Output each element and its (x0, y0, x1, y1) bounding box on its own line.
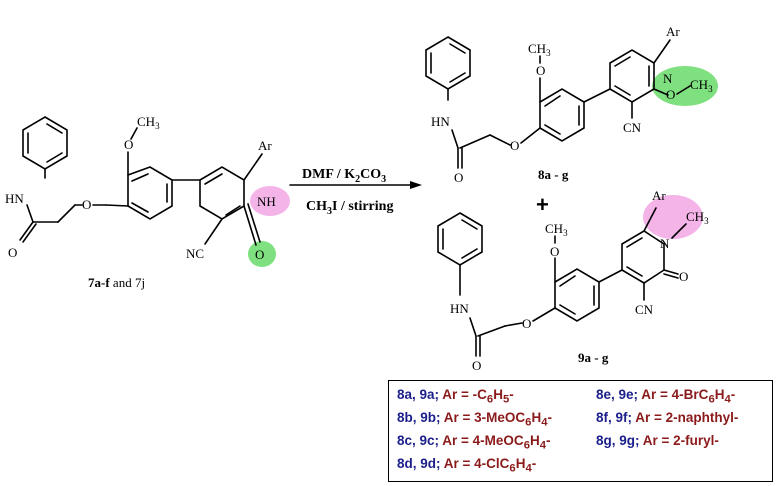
phenyl-ring (425, 36, 471, 90)
atom-ome-ch3: CH3 (137, 114, 160, 131)
atom-cn: CN (623, 120, 642, 135)
compound-9: HN O O O CH3 Ar N CH3 O CN 9a - g (437, 188, 709, 373)
atom-ome-ch3: CH3 (528, 41, 551, 58)
compound-7: HN O O O CH3 Ar NH O NC 7a-f and 7j (5, 114, 290, 290)
reaction-arrow: DMF / K2CO3 CH3I / stirring (289, 167, 422, 217)
legend-entry: 8g, 9g; Ar = 2-furyl- (596, 433, 719, 448)
compound-8-label: 8a - g (538, 167, 569, 182)
dimethoxyphenyl-ring (554, 268, 600, 322)
atom-ar: Ar (666, 24, 680, 39)
atom-amide-o: O (454, 170, 463, 185)
atom-nh: NH (257, 194, 276, 209)
atom-ome-o: O (550, 244, 559, 259)
reagent-ch3i-stirring: CH3I / stirring (306, 199, 393, 217)
atom-ome-o: O (536, 63, 545, 78)
o-methyl-highlight (652, 66, 718, 106)
atom-cn: CN (635, 302, 654, 317)
dimethoxyphenyl-ring (127, 166, 173, 220)
atom-o-methyl: O (666, 87, 675, 102)
atom-ether-o: O (82, 197, 91, 212)
legend-entry: 8d, 9d; Ar = 4-ClC6H4- (397, 456, 537, 475)
nh-highlight (250, 186, 290, 216)
atom-carbonyl-o: O (255, 247, 264, 262)
substituent-legend: 8a, 9a; Ar = -C6H5- 8b, 9b; Ar = 3-MeOC6… (388, 380, 773, 482)
legend-entry: 8c, 9c; Ar = 4-MeOC6H4- (397, 433, 551, 452)
atom-hn: HN (450, 301, 469, 316)
atom-amide-o: O (472, 358, 481, 373)
pyridine-ring (609, 49, 655, 103)
phenyl-ring (437, 212, 483, 266)
legend-entry: 8f, 9f; Ar = 2-naphthyl- (596, 410, 739, 425)
atom-ether-o: O (522, 316, 531, 331)
reagent-dmf-k2co3: DMF / K2CO3 (302, 167, 386, 185)
atom-ome-o: O (124, 137, 133, 152)
pyridone-ring (621, 230, 665, 284)
atom-ar: Ar (258, 138, 272, 153)
atom-hn: HN (431, 114, 450, 129)
plus-sign: + (536, 192, 549, 217)
atom-ch3: CH3 (686, 209, 709, 226)
compound-8: HN O O O CH3 Ar N O CH3 CN 8a - g (425, 24, 718, 185)
atom-ar: Ar (652, 188, 666, 203)
legend-entry: 8a, 9a; Ar = -C6H5- (397, 387, 514, 406)
compound-9-label: 9a - g (578, 350, 609, 365)
carbonyl-o-highlight (248, 241, 276, 267)
atom-amide-o: O (8, 245, 17, 260)
legend-entry: 8e, 9e; Ar = 4-BrC6H4- (596, 387, 736, 406)
atom-ether-o: O (510, 138, 519, 153)
atom-ch3: CH3 (690, 77, 713, 94)
n-methyl-highlight (643, 195, 703, 239)
atom-ome-ch3: CH3 (545, 221, 568, 238)
atom-n: N (663, 71, 673, 86)
phenyl-ring (22, 116, 68, 170)
dimethoxyphenyl-ring (539, 88, 585, 142)
atom-nc: NC (186, 246, 204, 261)
atom-carbonyl-o: O (679, 269, 688, 284)
atom-hn: HN (5, 191, 24, 206)
legend-entry: 8b, 9b; Ar = 3-MeOC6H4- (397, 410, 552, 429)
compound-7-label: 7a-f and 7j (88, 275, 145, 290)
atom-n: N (660, 236, 670, 251)
